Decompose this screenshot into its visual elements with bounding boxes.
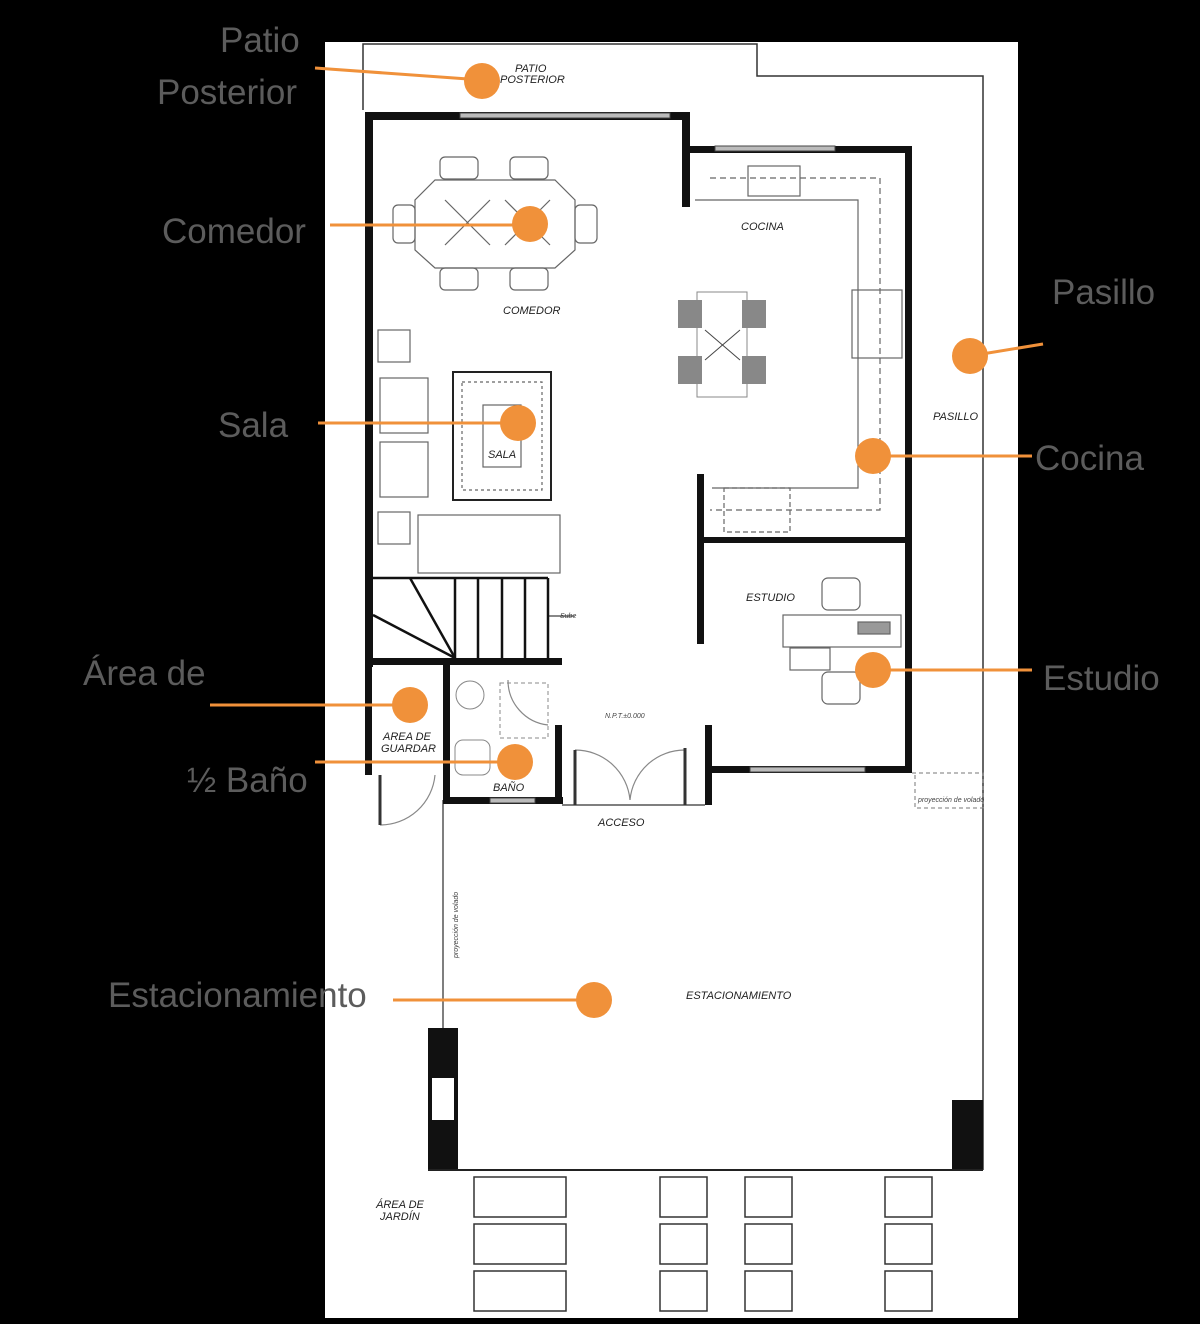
plan-label-patio-2: POSTERIOR: [500, 74, 565, 86]
marker-patio: [464, 63, 500, 99]
plan-label-comedor: COMEDOR: [503, 305, 561, 317]
plan-label-sala: SALA: [488, 449, 516, 461]
kitchen-table: [678, 291, 766, 398]
plan-label-acceso: ACCESO: [597, 817, 645, 829]
marker-cocina: [855, 438, 891, 474]
studio-furniture: [782, 577, 902, 705]
lot-outline: [362, 43, 984, 1170]
marker-comedor: [512, 206, 548, 242]
callout-comedor: Comedor: [162, 212, 306, 251]
callout-patio-line1: Patio: [220, 21, 300, 60]
plan-label-pasillo: PASILLO: [933, 411, 978, 423]
plan-label-jardin-2: JARDÍN: [379, 1210, 420, 1223]
bath-fixtures: [454, 680, 549, 776]
callout-patio-line2: Posterior: [157, 73, 298, 112]
marker-sala: [500, 405, 536, 441]
callout-estacionamiento: Estacionamiento: [108, 976, 367, 1015]
plan-label-guardar-1: AREA DE: [382, 731, 432, 743]
volado-projection: [912, 772, 984, 809]
garden-pavers: [473, 1176, 933, 1312]
marker-estacionamiento: [576, 982, 612, 1018]
doors: [378, 679, 705, 826]
plan-label-sube: Sube: [560, 613, 576, 620]
plan-label-cocina: COCINA: [741, 221, 784, 233]
plan-label-volado-left: proyección de volado: [453, 892, 460, 959]
callout-markers: [392, 63, 988, 1018]
plan-label-npt: N.P.T.±0.000: [605, 713, 645, 720]
plan-label-jardin-1: ÁREA DE: [375, 1198, 425, 1211]
marker-area-guardar: [392, 687, 428, 723]
callout-pasillo: Pasillo: [1052, 273, 1156, 312]
callout-cocina: Cocina: [1035, 439, 1144, 478]
stairs: [372, 576, 575, 660]
plan-label-volado-right: proyección de volado: [917, 797, 984, 804]
marker-bano: [497, 744, 533, 780]
plan-label-bano: BAÑO: [493, 781, 525, 794]
windows: [459, 112, 866, 804]
plan-label-guardar-2: GUARDAR: [381, 743, 436, 755]
parking-pillars: [428, 1028, 983, 1171]
marker-estudio: [855, 652, 891, 688]
marker-pasillo: [952, 338, 988, 374]
callout-area-de: Área de: [83, 654, 206, 693]
plan-label-estudio: ESTUDIO: [746, 592, 795, 604]
callout-bano: ½ Baño: [187, 761, 308, 800]
callout-estudio: Estudio: [1043, 659, 1160, 698]
callout-sala: Sala: [218, 406, 289, 445]
plan-label-patio: PATIO: [515, 63, 547, 75]
kitchen-counter: [695, 165, 903, 533]
plan-label-estacionamiento: ESTACIONAMIENTO: [686, 990, 792, 1002]
